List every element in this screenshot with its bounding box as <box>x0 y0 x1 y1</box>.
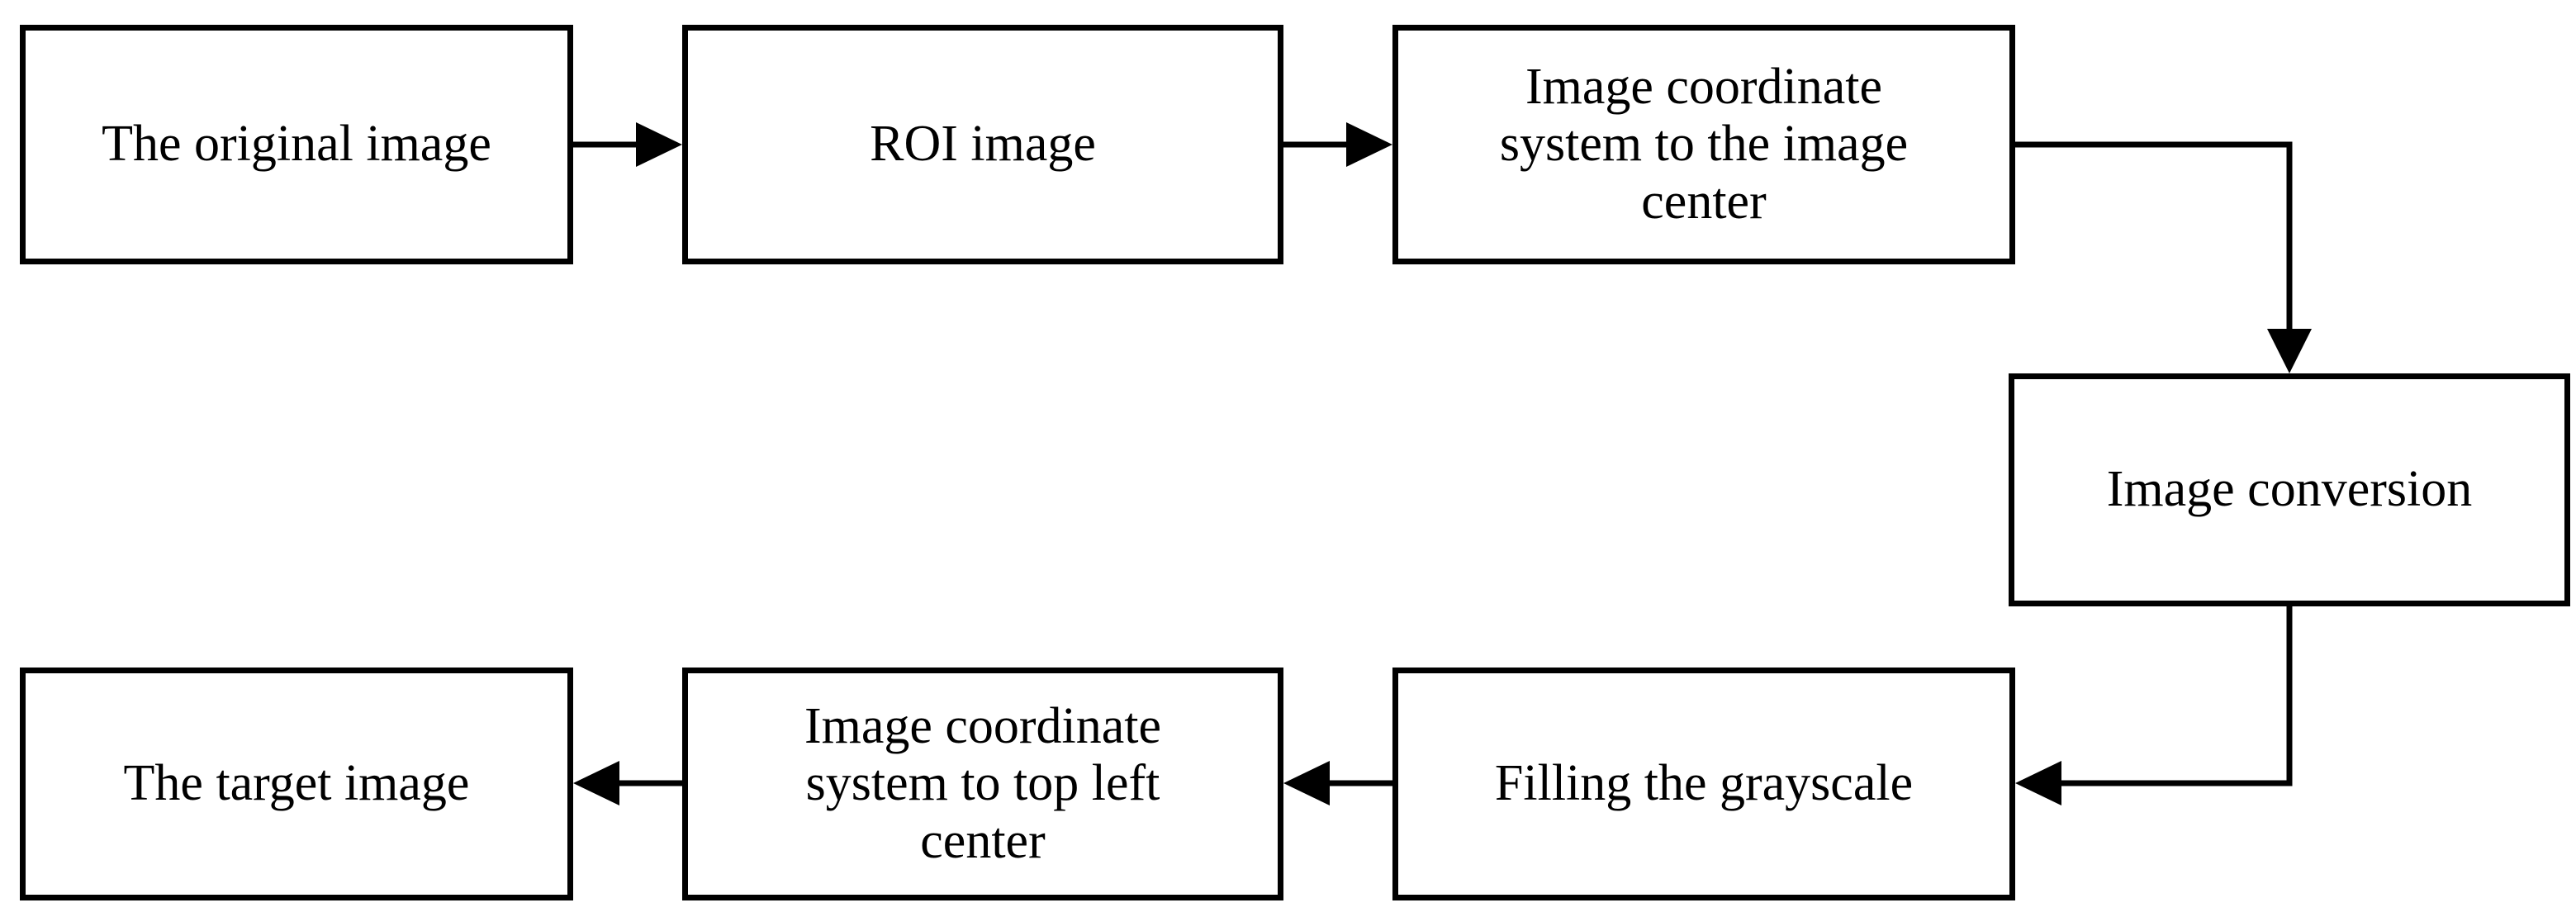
arrowhead-center-to-conversion <box>2267 329 2312 373</box>
node-coordinate-to-center: Image coordinate system to the image cen… <box>1392 25 2015 264</box>
node-label: The target image <box>123 755 470 812</box>
arrowhead-original-to-roi <box>636 122 682 167</box>
node-filling-grayscale: Filling the grayscale <box>1392 668 2015 900</box>
arrowhead-topleft-to-target <box>573 761 619 805</box>
node-label: The original image <box>102 116 491 173</box>
arrow-center-to-conversion <box>2015 141 2293 329</box>
node-label: Image conversion <box>2106 461 2473 518</box>
arrowhead-conversion-to-fill <box>2015 761 2061 805</box>
arrowhead-fill-to-topleft <box>1283 761 1330 805</box>
arrow-conversion-to-fill <box>2061 606 2293 786</box>
node-image-conversion: Image conversion <box>2009 373 2570 606</box>
node-label: Image coordinate system to top left cent… <box>804 697 1162 869</box>
node-roi-image: ROI image <box>682 25 1283 264</box>
node-coordinate-to-top-left: Image coordinate system to top left cent… <box>682 668 1283 900</box>
arrowhead-roi-to-center <box>1346 122 1392 167</box>
node-label: ROI image <box>870 116 1096 173</box>
node-target-image: The target image <box>20 668 573 900</box>
node-label: Image coordinate system to the image cen… <box>1499 58 1909 230</box>
node-original-image: The original image <box>20 25 573 264</box>
node-label: Filling the grayscale <box>1494 755 1914 812</box>
